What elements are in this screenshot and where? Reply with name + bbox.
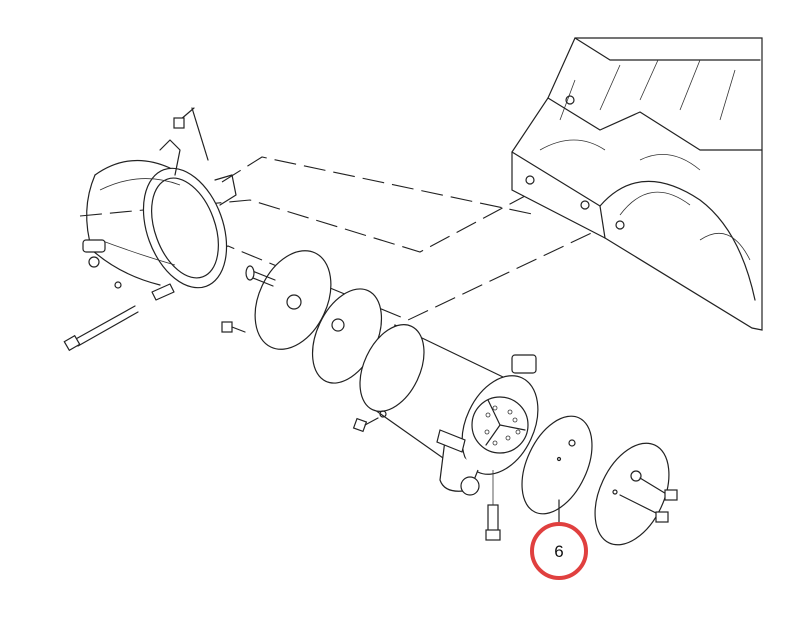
rear-cover-plate xyxy=(594,442,678,546)
callout-6[interactable]: 6 xyxy=(530,522,588,580)
oil-cooler-body xyxy=(352,324,539,541)
mounting-bracket xyxy=(82,107,237,301)
callout-circle xyxy=(530,522,588,580)
gasket-part-6 xyxy=(521,415,593,524)
callout-label: 6 xyxy=(554,542,563,561)
engine-block xyxy=(511,37,763,331)
end-cover-plate xyxy=(245,250,332,350)
long-bolt xyxy=(63,305,139,352)
small-bolt xyxy=(221,321,246,333)
